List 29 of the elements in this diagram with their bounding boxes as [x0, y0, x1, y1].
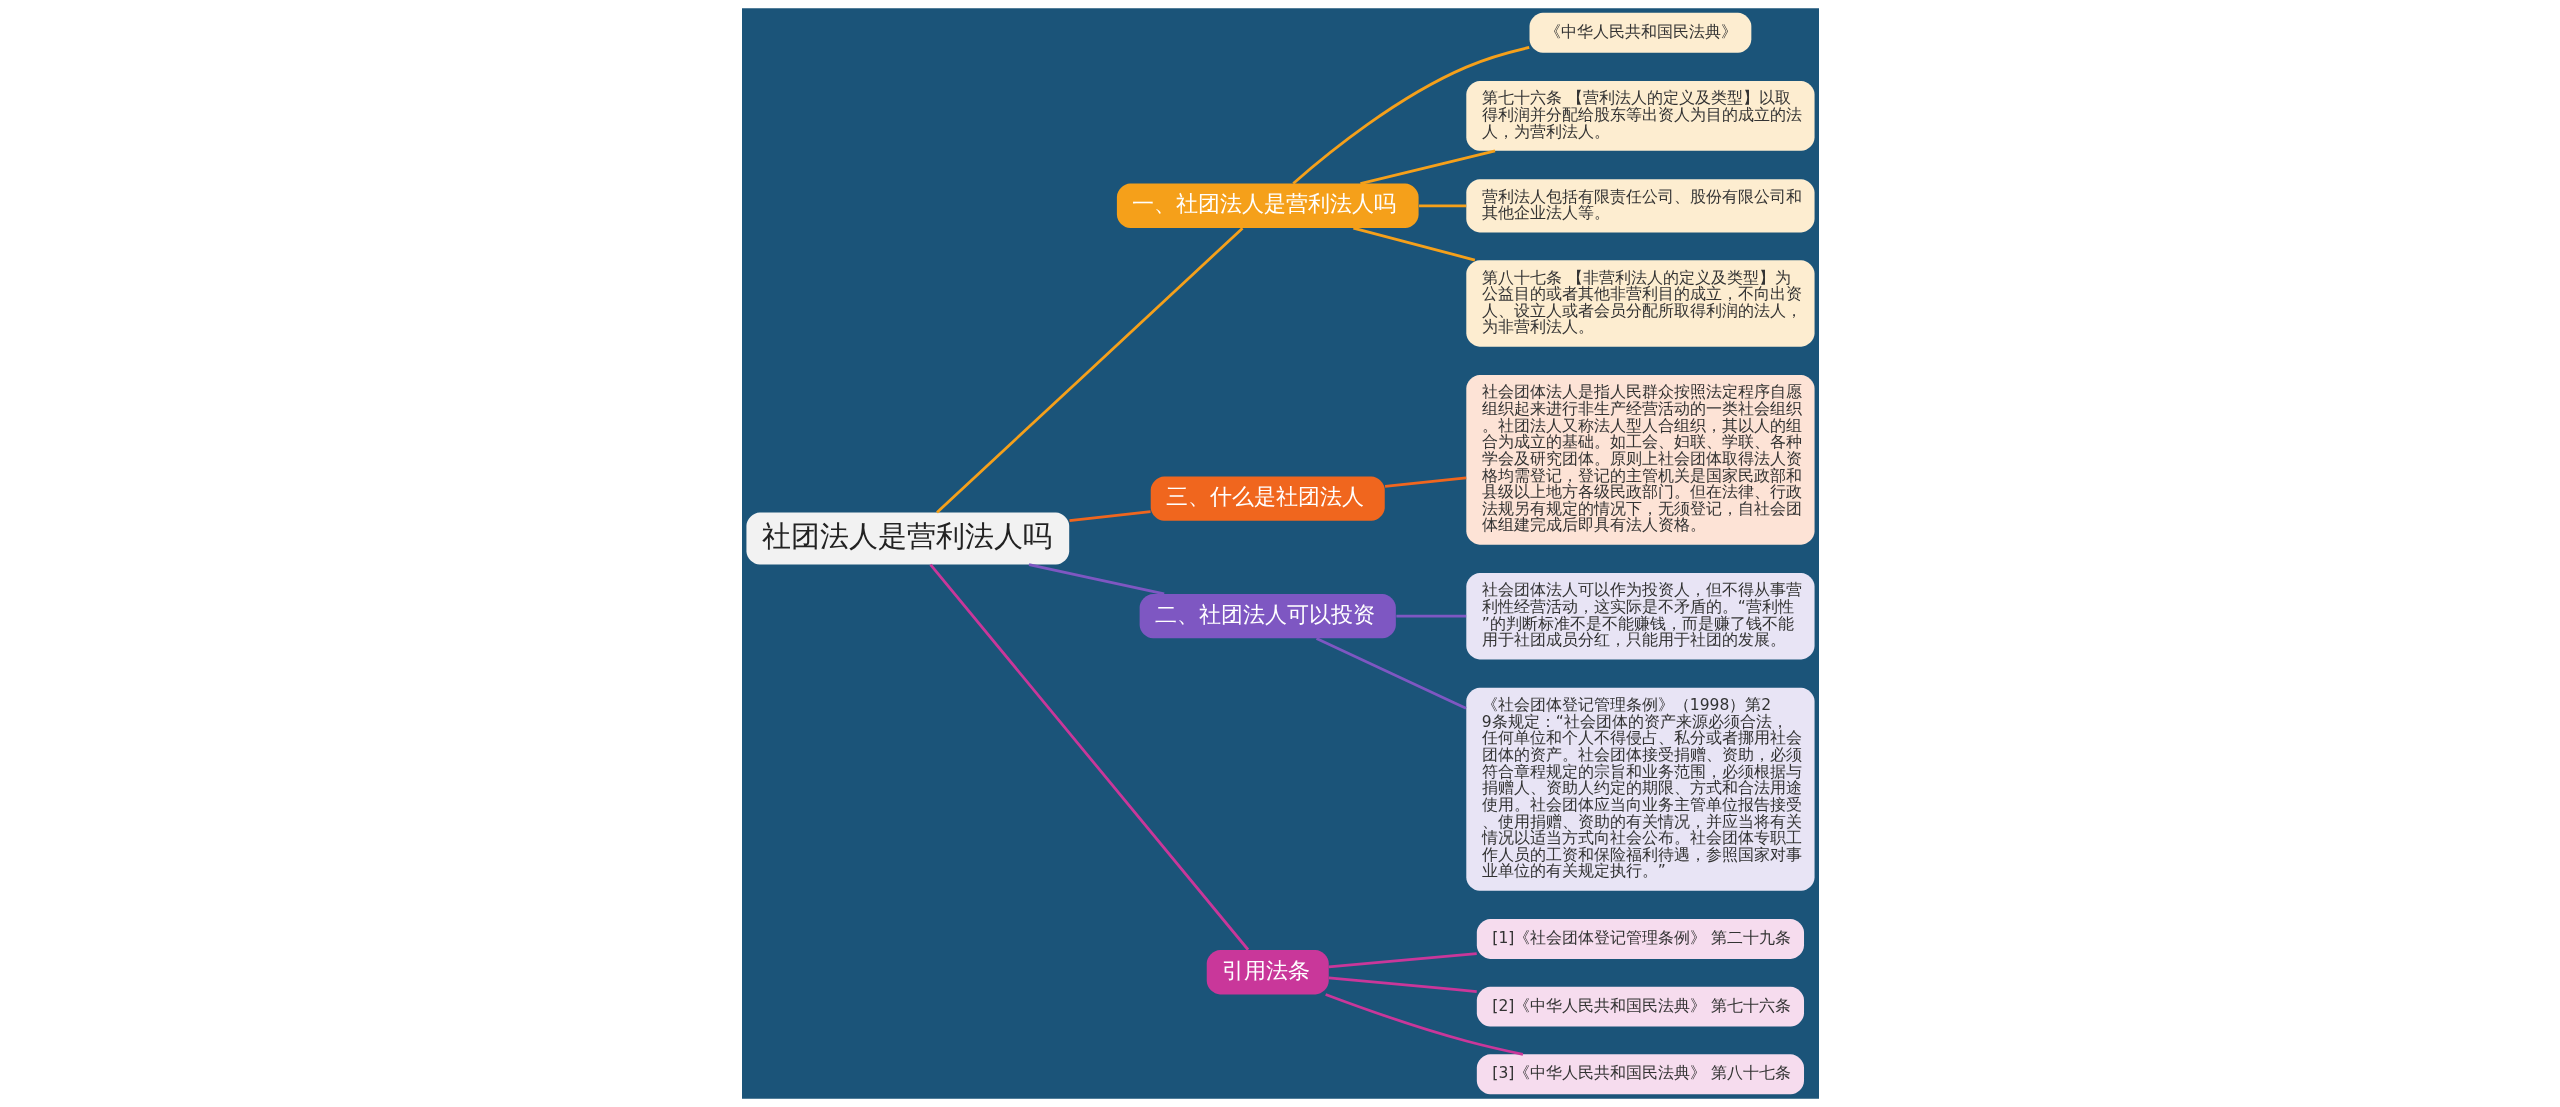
- node-box: [2]《中华人民共和国民法典》 第七十六条: [1476, 986, 1804, 1027]
- node-box: 第八十七条 【非营利法人的定义及类型】为公益目的或者其他非营利目的成立，不向出资人、设立人或者会员分配所取得利润的法人，为非营利法人。: [1465, 260, 1815, 347]
- connector: [1359, 149, 1495, 185]
- connector: [1291, 46, 1530, 185]
- node-box: [3]《中华人民共和国民法典》 第八十七条: [1476, 1054, 1804, 1095]
- connector: [1395, 614, 1466, 618]
- connector: [1315, 637, 1467, 710]
- node-box: 引用法条: [1206, 950, 1329, 995]
- connector: [1384, 476, 1466, 488]
- connector: [1418, 204, 1466, 208]
- connector: [1328, 976, 1477, 993]
- node-box: 《中华人民共和国民法典》: [1529, 12, 1751, 53]
- node-box: 社团法人是营利法人吗: [745, 512, 1069, 565]
- node-box: 营利法人包括有限责任公司、股份有限公司和其他企业法人等。: [1465, 179, 1815, 233]
- connector: [1328, 952, 1477, 969]
- node-box: 社会团体法人可以作为投资人，但不得从事营利性经营活动，这实际是不矛盾的。“营利性”的判断标准不是不能赚钱，而是赚了钱不能用于社团成员分红，只能用于社团的发展。: [1465, 572, 1815, 660]
- connector: [1068, 510, 1151, 522]
- node-box: 《社会团体登记管理条例》（1998）第29条规定：“社会团体的资产来源必须合法，任何单位和个人不得侵占、私分或者挪用社会团体的资产。社会团体接受捐赠、资助，必须符合章程规定的宗旨和业务范围，必须根据与捐赠人、资助人约定的期限、方式和合法用途使用。社会团体应当向业务主管单位报告接受、使用捐赠、资助的有关情况，并应当将有关情况以适当方式向社会公布。社会团体专职工作人员的工资和保险福利待遇，参照国家对事业单位的有关规定执行。”: [1465, 687, 1815, 891]
- connector: [1352, 226, 1475, 262]
- node-box: [1]《社会团体登记管理条例》 第二十九条: [1476, 918, 1804, 959]
- connector: [1324, 993, 1523, 1056]
- connector: [1028, 563, 1164, 596]
- node-box: 二、社团法人可以投资: [1139, 594, 1396, 639]
- node-box: 第七十六条 【营利法人的定义及类型】以取得利润并分配给股东等出资人为目的成立的法人，为营利法人。: [1465, 81, 1815, 151]
- node-box: 社会团体法人是指人民群众按照法定程序自愿组织起来进行非生产经营活动的一类社会组织。社团法人又称法人型人合组织，其以人的组合为成立的基础。如工会、妇联、学联、各种学会及研究团体。原则上社会团体取得法人资格均需登记，登记的主管机关是国家民政部和县级以上地方各级民政部门。但在法律、行政法规另有规定的情况下，无须登记，自社会团体组建完成后即具有法人资格。: [1465, 374, 1815, 545]
- node-box: 一、社团法人是营利法人吗: [1116, 183, 1419, 228]
- connector: [935, 227, 1243, 514]
- node-box: 三、什么是社团法人: [1150, 476, 1385, 521]
- connector: [928, 563, 1249, 951]
